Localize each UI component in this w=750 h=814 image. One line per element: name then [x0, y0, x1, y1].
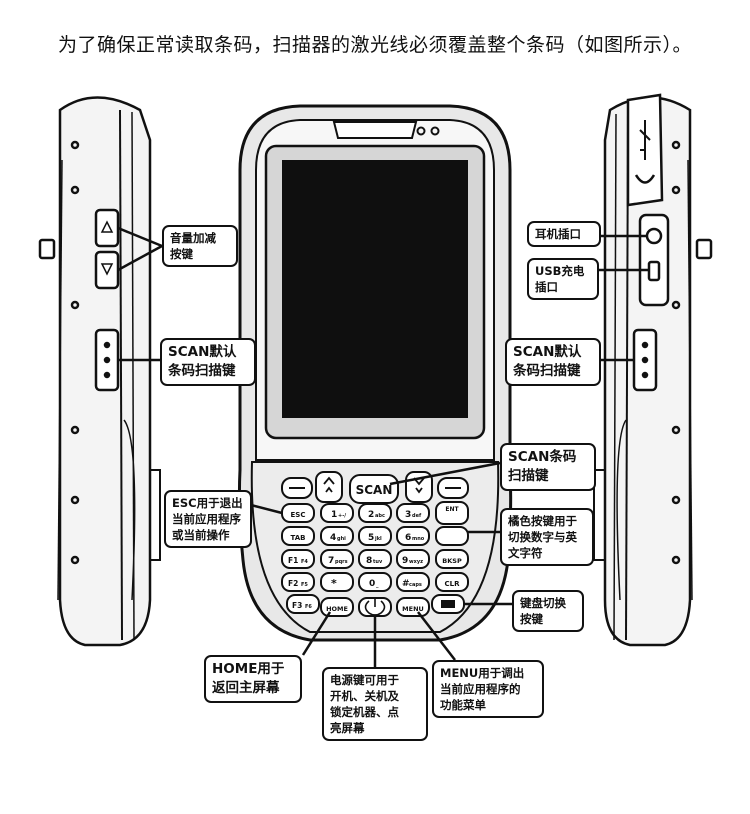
svg-text:def: def [412, 513, 422, 519]
scan-front-callout: SCAN条码 扫描键 [500, 443, 596, 491]
left-side-view [38, 96, 161, 647]
svg-text:*: * [331, 577, 337, 590]
keypad-labels: SCAN ESC ENT TAB BKSP CLR HOME MENU 1 +-… [288, 483, 462, 613]
svg-text:8: 8 [366, 556, 372, 566]
svg-text:9: 9 [402, 556, 408, 566]
page-title: 为了确保正常读取条码，扫描器的激光线必须覆盖整个条码（如图所示）。 [57, 34, 692, 56]
home-key-callout: HOME用于 返回主屏幕 [204, 655, 302, 703]
svg-text:mno: mno [412, 536, 425, 542]
orange-key-callout: 橘色按键用于 切换数字与英 文字符 [500, 508, 594, 566]
volume-keys-callout: 音量加减 按键 [162, 225, 238, 267]
svg-text:7: 7 [328, 556, 334, 566]
svg-text:F3: F3 [292, 601, 302, 610]
svg-text:_: _ [376, 582, 379, 588]
svg-text:5: 5 [368, 533, 374, 543]
svg-text:BKSP: BKSP [442, 557, 462, 565]
svg-text:+-/: +-/ [338, 513, 346, 519]
leader-lines [117, 226, 650, 668]
svg-text:4: 4 [330, 533, 336, 543]
svg-text:CLR: CLR [445, 580, 461, 588]
scan-side-left-callout: SCAN默认 条码扫描键 [160, 338, 256, 386]
svg-text:ghi: ghi [337, 536, 346, 542]
svg-text:jkl: jkl [374, 536, 382, 542]
svg-text:F6: F6 [305, 604, 312, 610]
right-side-view [593, 93, 713, 647]
power-key-callout: 电源键可用于 开机、关机及 锁定机器、点 亮屏幕 [322, 667, 428, 741]
svg-text:F1: F1 [288, 556, 298, 565]
svg-text:6: 6 [405, 533, 411, 543]
usb-port-callout: USB充电 插口 [527, 258, 599, 300]
svg-text:wxyz: wxyz [409, 559, 423, 565]
svg-text:F4: F4 [301, 559, 308, 565]
svg-text:2: 2 [368, 510, 374, 520]
svg-text:pqrs: pqrs [335, 559, 348, 565]
svg-text:3: 3 [405, 510, 411, 520]
svg-text:MENU: MENU [402, 605, 424, 613]
scan-side-right-callout: SCAN默认 条码扫描键 [505, 338, 601, 386]
svg-text:abc: abc [375, 513, 385, 519]
svg-text:caps: caps [409, 582, 422, 588]
svg-text:#: # [402, 579, 410, 589]
svg-text:0: 0 [369, 579, 375, 589]
earphone-jack-callout: 耳机插口 [527, 221, 601, 247]
svg-text:1: 1 [331, 510, 337, 520]
esc-key-callout: ESC用于退出 当前应用程序 或当前操作 [164, 490, 252, 548]
svg-text:F5: F5 [301, 582, 308, 588]
scan-key-label: SCAN [356, 483, 393, 497]
menu-key-callout: MENU用于调出 当前应用程序的 功能菜单 [432, 660, 544, 718]
svg-text:ESC: ESC [291, 511, 306, 519]
svg-text:tuv: tuv [373, 559, 383, 565]
svg-text:ENT: ENT [445, 506, 459, 513]
keypad [281, 471, 469, 617]
svg-text:HOME: HOME [326, 605, 348, 613]
screen [282, 160, 468, 418]
svg-text:F2: F2 [288, 579, 298, 588]
keyboard-switch-callout: 键盘切换 按键 [512, 590, 584, 632]
svg-text:TAB: TAB [291, 534, 306, 542]
